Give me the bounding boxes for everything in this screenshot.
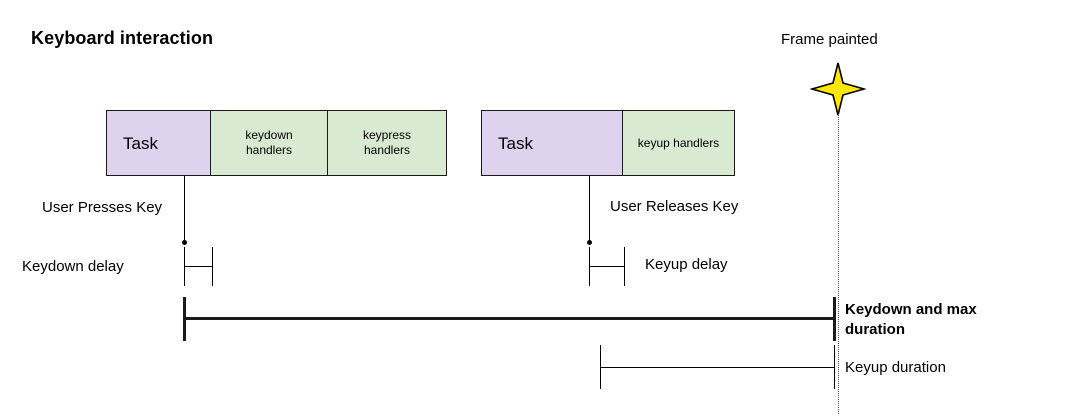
keyup-duration-span	[600, 367, 835, 368]
page-title: Keyboard interaction	[31, 28, 214, 48]
keyup-delay-span	[589, 266, 625, 267]
keydown-max-duration-label: Keydown and max duration	[845, 301, 977, 338]
keyup-duration-label: Keyup duration	[845, 359, 946, 376]
keydown-duration-span	[183, 317, 836, 320]
frame-painted-star-icon	[809, 62, 867, 116]
keydown-handlers-block: keydown handlers	[210, 110, 328, 176]
frame-painted-label: Frame painted	[781, 31, 878, 48]
keydown-duration-end-tick	[833, 297, 836, 341]
release-event-connector	[589, 176, 590, 242]
task-block-keyup: Task	[481, 110, 623, 176]
press-event-connector	[184, 176, 185, 242]
release-event-label: User Releases Key	[610, 198, 739, 215]
keyup-duration-end-tick	[834, 345, 835, 389]
keydown-task-row: Task keydown handlers keypress handlers	[106, 110, 447, 176]
keydown-delay-label: Keydown delay	[22, 258, 124, 275]
task-block-keydown: Task	[106, 110, 211, 176]
release-event-dot	[587, 240, 592, 245]
keydown-delay-span	[184, 266, 213, 267]
keyup-handlers-block: keyup handlers	[622, 110, 735, 176]
press-event-dot	[182, 240, 187, 245]
keyup-task-row: Task keyup handlers	[481, 110, 735, 176]
keypress-handlers-block: keypress handlers	[327, 110, 447, 176]
keyup-delay-label: Keyup delay	[645, 256, 728, 273]
press-event-label: User Presses Key	[42, 199, 163, 216]
frame-paint-guideline	[838, 114, 839, 414]
